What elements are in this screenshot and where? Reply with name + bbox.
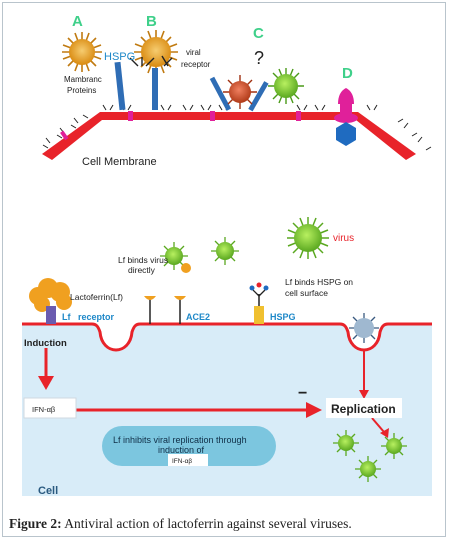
hspg-label-top: HSPG xyxy=(104,51,135,63)
figure-caption: Figure 2: Antiviral action of lactoferri… xyxy=(9,516,443,532)
caption-bold: Figure 2: xyxy=(9,516,62,531)
viral-label: viral xyxy=(186,48,201,57)
ifn-label-1: IFN-αβ xyxy=(32,405,56,414)
receptor-d-icon xyxy=(334,88,358,146)
label-d: D xyxy=(342,65,353,82)
virus-b-icon xyxy=(134,30,178,74)
cell-membrane-bottom xyxy=(22,322,432,352)
hspg-chains xyxy=(129,55,173,67)
lf-receptor-label: Lf receptor xyxy=(62,312,115,322)
lf-binds-virus-2: directly xyxy=(128,265,156,275)
released-virus-icon xyxy=(381,433,407,459)
minus-sign: − xyxy=(298,385,307,402)
replication-arrowhead xyxy=(359,390,369,399)
ifn-box xyxy=(23,397,77,419)
virus-lf-bound-icon xyxy=(160,242,188,270)
ifn-label-2: IFN-αβ xyxy=(172,458,192,465)
inhibits-text-2: induction of xyxy=(158,445,205,455)
membrane-protein-spot xyxy=(210,111,215,121)
membrane-protein-spot xyxy=(128,111,133,121)
lactoferrin-icon xyxy=(29,278,72,312)
virus-a-icon xyxy=(62,32,102,72)
inhibition-arrowhead xyxy=(306,402,322,418)
release-arrow xyxy=(371,417,385,433)
virus-free-icon xyxy=(211,237,239,265)
figure-frame xyxy=(2,2,446,537)
viral-receptor-icon xyxy=(209,76,232,111)
viral-receptor-icon xyxy=(248,81,269,112)
lactoferrin-label: Lactoferrin(Lf) xyxy=(70,292,123,302)
released-virus-icon xyxy=(355,456,381,482)
hspg-receptor-icon xyxy=(114,61,126,111)
membrane-proteins-label-2: Proteins xyxy=(67,86,96,95)
hspg-receptor-icon xyxy=(152,68,158,110)
lf-binds-hspg-1: Lf binds HSPG on xyxy=(285,277,353,287)
replication-box xyxy=(326,398,402,418)
lf-receptor-icon xyxy=(46,306,56,324)
virus-large-icon xyxy=(287,217,329,259)
virus-c-red-icon xyxy=(223,75,257,109)
membrane-protein-spot xyxy=(296,111,301,121)
ace2-receptor-icon xyxy=(144,296,186,324)
bottom-panel: IFN-αβ Replication − Lf inhibits viral r… xyxy=(22,217,432,497)
hspg-receptor-bottom-icon xyxy=(249,282,269,324)
caption-text: Antiviral action of lactoferrin against … xyxy=(61,516,352,531)
ace2-label: ACE2 xyxy=(186,312,210,322)
inhibits-text-1: Lf inhibits viral replication through xyxy=(113,435,247,445)
release-arrowhead xyxy=(380,428,389,438)
ifn-box-2 xyxy=(168,454,208,466)
replication-label: Replication xyxy=(331,402,396,416)
induction-label: Induction xyxy=(24,338,67,349)
lactoferrin-small-icon xyxy=(181,263,191,273)
cell-membrane-label: Cell Membrane xyxy=(82,156,157,168)
label-b: B xyxy=(146,13,157,30)
inhibits-pill xyxy=(102,426,276,466)
receptor-label: receptor xyxy=(181,60,211,69)
label-a: A xyxy=(72,13,83,30)
cell-label: Cell xyxy=(38,485,58,497)
virus-label: virus xyxy=(333,233,354,244)
lf-binds-hspg-2: cell surface xyxy=(285,288,328,298)
question-mark: ? xyxy=(254,48,264,68)
hspg-label-bottom: HSPG xyxy=(270,312,296,322)
membrane-protein-spot xyxy=(60,130,69,141)
virus-c-green-icon xyxy=(268,68,304,104)
virus-entering-icon xyxy=(349,313,379,343)
cell-membrane-band xyxy=(42,112,416,160)
released-virus-icon xyxy=(333,430,359,456)
induction-arrowhead xyxy=(38,376,54,390)
top-panel: A B C D HSPG viral receptor ? Mambranc P… xyxy=(42,13,432,168)
lf-binds-virus-1: Lf binds virus xyxy=(118,255,168,265)
membrane-proteins-label-1: Mambranc xyxy=(64,75,102,84)
label-c: C xyxy=(253,25,264,42)
